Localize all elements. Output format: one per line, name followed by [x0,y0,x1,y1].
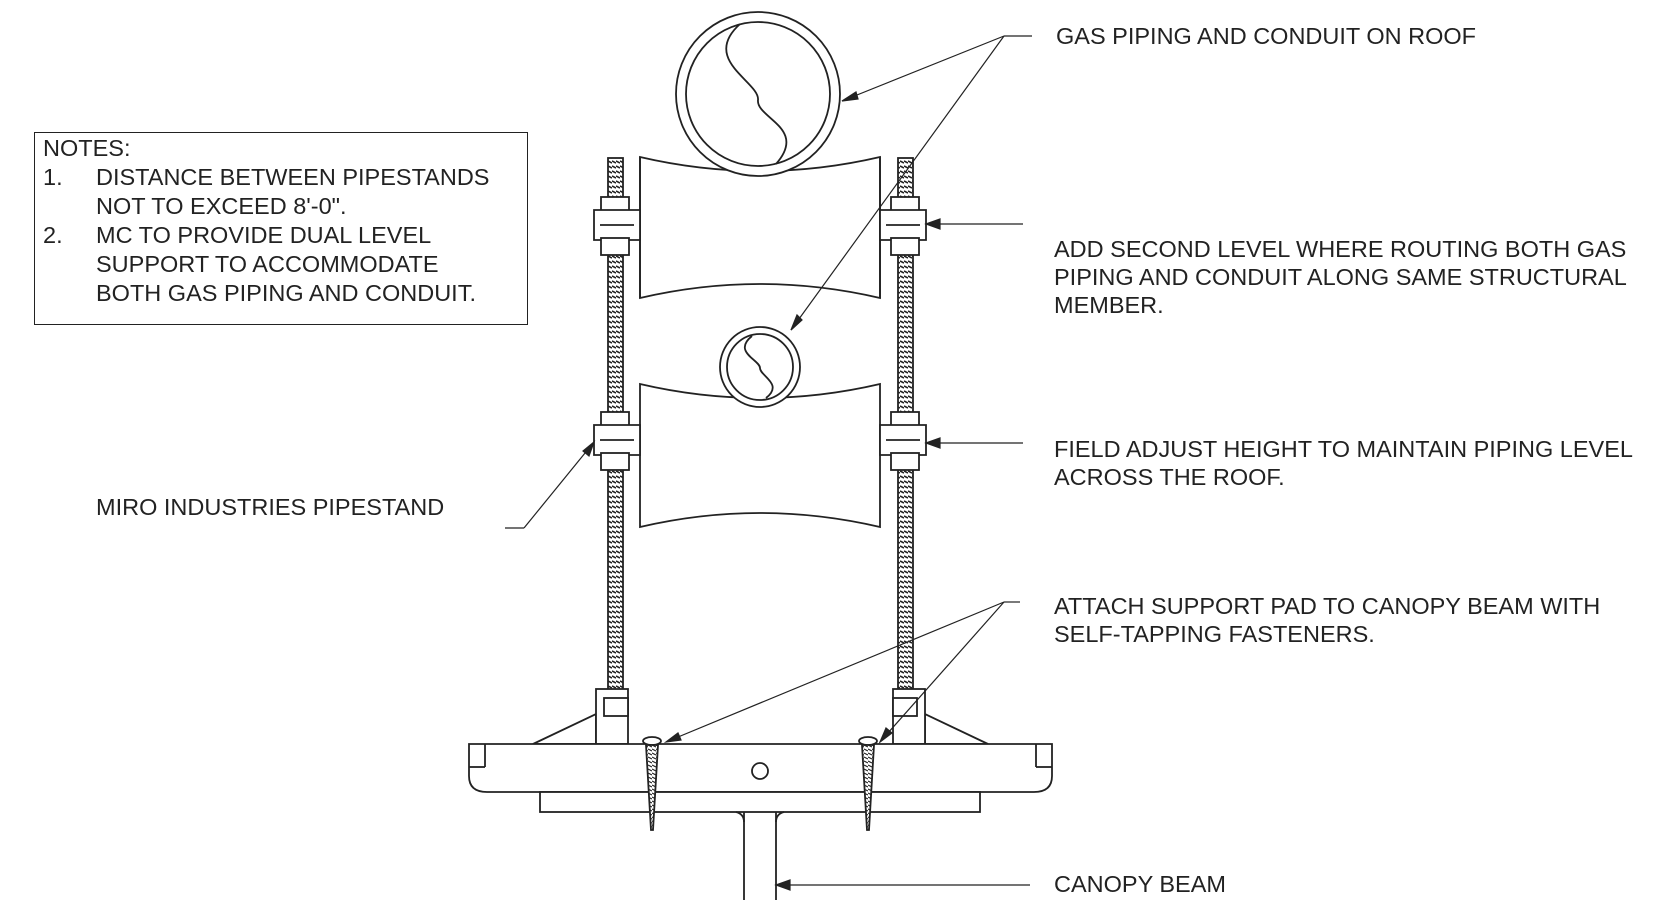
base-foot-left [532,688,629,745]
note-text: DISTANCE BETWEEN PIPESTANDS NOT TO EXCEE… [96,164,490,219]
note-number: 1. [43,164,63,190]
callout-support-pad: ATTACH SUPPORT PAD TO CANOPY BEAM WITH S… [1054,593,1601,647]
gas-pipe-large [675,11,841,177]
base-foot-right [892,688,989,745]
note-item: 2. MC TO PROVIDE DUAL LEVEL SUPPORT TO A… [43,221,527,308]
screw-left [642,736,662,831]
callout-canopy-beam: CANOPY BEAM [1054,871,1226,897]
clamp-nut-left-upper [593,196,641,256]
callout-second-level: ADD SECOND LEVEL WHERE ROUTING BOTH GAS … [1054,236,1627,318]
lower-roller [639,382,881,529]
leader-lines [505,35,1032,891]
clamp-nut-right-lower [879,411,927,471]
support-pad [468,743,1053,793]
note-number: 2. [43,222,63,248]
canopy-beam [735,811,785,900]
screw-right [858,736,878,831]
note-item: 1. DISTANCE BETWEEN PIPESTANDS NOT TO EX… [43,163,527,221]
note-text: MC TO PROVIDE DUAL LEVEL SUPPORT TO ACCO… [96,222,476,306]
callout-field-adjust: FIELD ADJUST HEIGHT TO MAINTAIN PIPING L… [1054,436,1633,490]
callout-gas-piping: GAS PIPING AND CONDUIT ON ROOF [1056,23,1477,49]
pad-hole [751,762,769,780]
callout-pipestand: MIRO INDUSTRIES PIPESTAND [96,494,445,520]
upper-roller [639,155,881,300]
clamp-nut-right-upper [879,196,927,256]
conduit-small [719,326,801,408]
notes-box: NOTES: 1. DISTANCE BETWEEN PIPESTANDS NO… [34,132,528,325]
notes-heading: NOTES: [43,135,131,161]
clamp-nut-left-lower [593,411,641,471]
beam-flange [539,791,981,813]
